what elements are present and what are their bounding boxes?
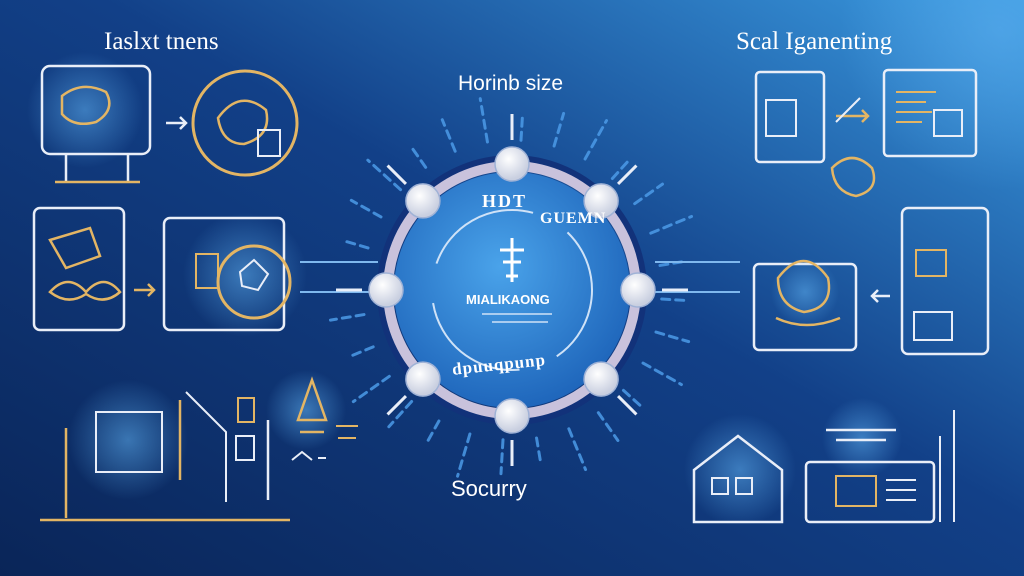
hub-label-center: MIALIKAONG	[466, 292, 550, 307]
connector-lines	[300, 261, 740, 293]
presentation-icon	[40, 64, 152, 156]
cluster-bottom-right	[684, 398, 955, 526]
label-bottom-center: Socurry	[451, 476, 527, 501]
ray	[410, 146, 428, 169]
hub-node	[494, 146, 530, 182]
cluster-mid-right	[752, 206, 990, 356]
hub-node	[620, 272, 656, 308]
ray	[583, 119, 609, 161]
node-spike	[617, 164, 638, 185]
person-icon	[830, 156, 876, 198]
label-top-left: Iaslxt tnens	[104, 28, 219, 55]
ray	[499, 438, 505, 476]
node-spike	[386, 164, 407, 185]
hub-underlines	[482, 313, 552, 323]
cluster-top-left	[27, 52, 299, 184]
ray	[610, 159, 630, 181]
ray	[328, 313, 366, 322]
node-spike	[617, 395, 638, 416]
ray	[649, 214, 694, 235]
hub-node	[368, 272, 404, 308]
hub-node	[583, 183, 619, 219]
ray	[440, 118, 457, 153]
ray	[349, 345, 375, 358]
analytics-icon	[162, 216, 286, 332]
hub-node	[405, 183, 441, 219]
ray	[641, 361, 683, 387]
hub-node	[583, 361, 619, 397]
ray	[567, 427, 588, 472]
corner-glow	[840, 0, 1024, 190]
computer-icon	[754, 70, 826, 164]
ray	[351, 374, 391, 404]
document-icon	[32, 206, 126, 332]
ray	[456, 432, 472, 478]
ray	[552, 111, 566, 148]
ray	[349, 198, 383, 219]
ray	[660, 297, 688, 302]
building-icon	[95, 411, 163, 473]
label-top-right: Scal Iganenting	[736, 28, 893, 55]
hub-nodes	[336, 114, 688, 466]
ray	[621, 388, 643, 408]
ray	[425, 419, 441, 444]
hub-node	[405, 361, 441, 397]
chart-icon	[900, 206, 990, 356]
hub-rays	[328, 97, 694, 478]
ray	[535, 436, 542, 464]
growth-icon	[804, 460, 936, 524]
ray	[387, 399, 414, 429]
scale-icon	[296, 376, 328, 434]
ray	[343, 239, 370, 250]
cluster-top-right	[754, 68, 978, 198]
ray	[478, 97, 489, 144]
ray	[633, 182, 664, 206]
ray	[654, 330, 691, 344]
hub-label-top: HDT	[482, 191, 528, 211]
team-icon	[191, 69, 299, 177]
ray	[596, 411, 620, 442]
monitor-icon	[692, 434, 784, 524]
hub-label-mid: GUEMN	[540, 210, 607, 227]
ray	[519, 114, 524, 142]
tower-icon	[500, 238, 524, 282]
label-top-center: Horinb size	[458, 72, 564, 95]
cluster-mid-left	[32, 206, 307, 337]
hub-node	[494, 398, 530, 434]
node-spike	[386, 395, 407, 416]
cluster-bottom-left	[40, 370, 358, 522]
ray	[366, 158, 403, 192]
